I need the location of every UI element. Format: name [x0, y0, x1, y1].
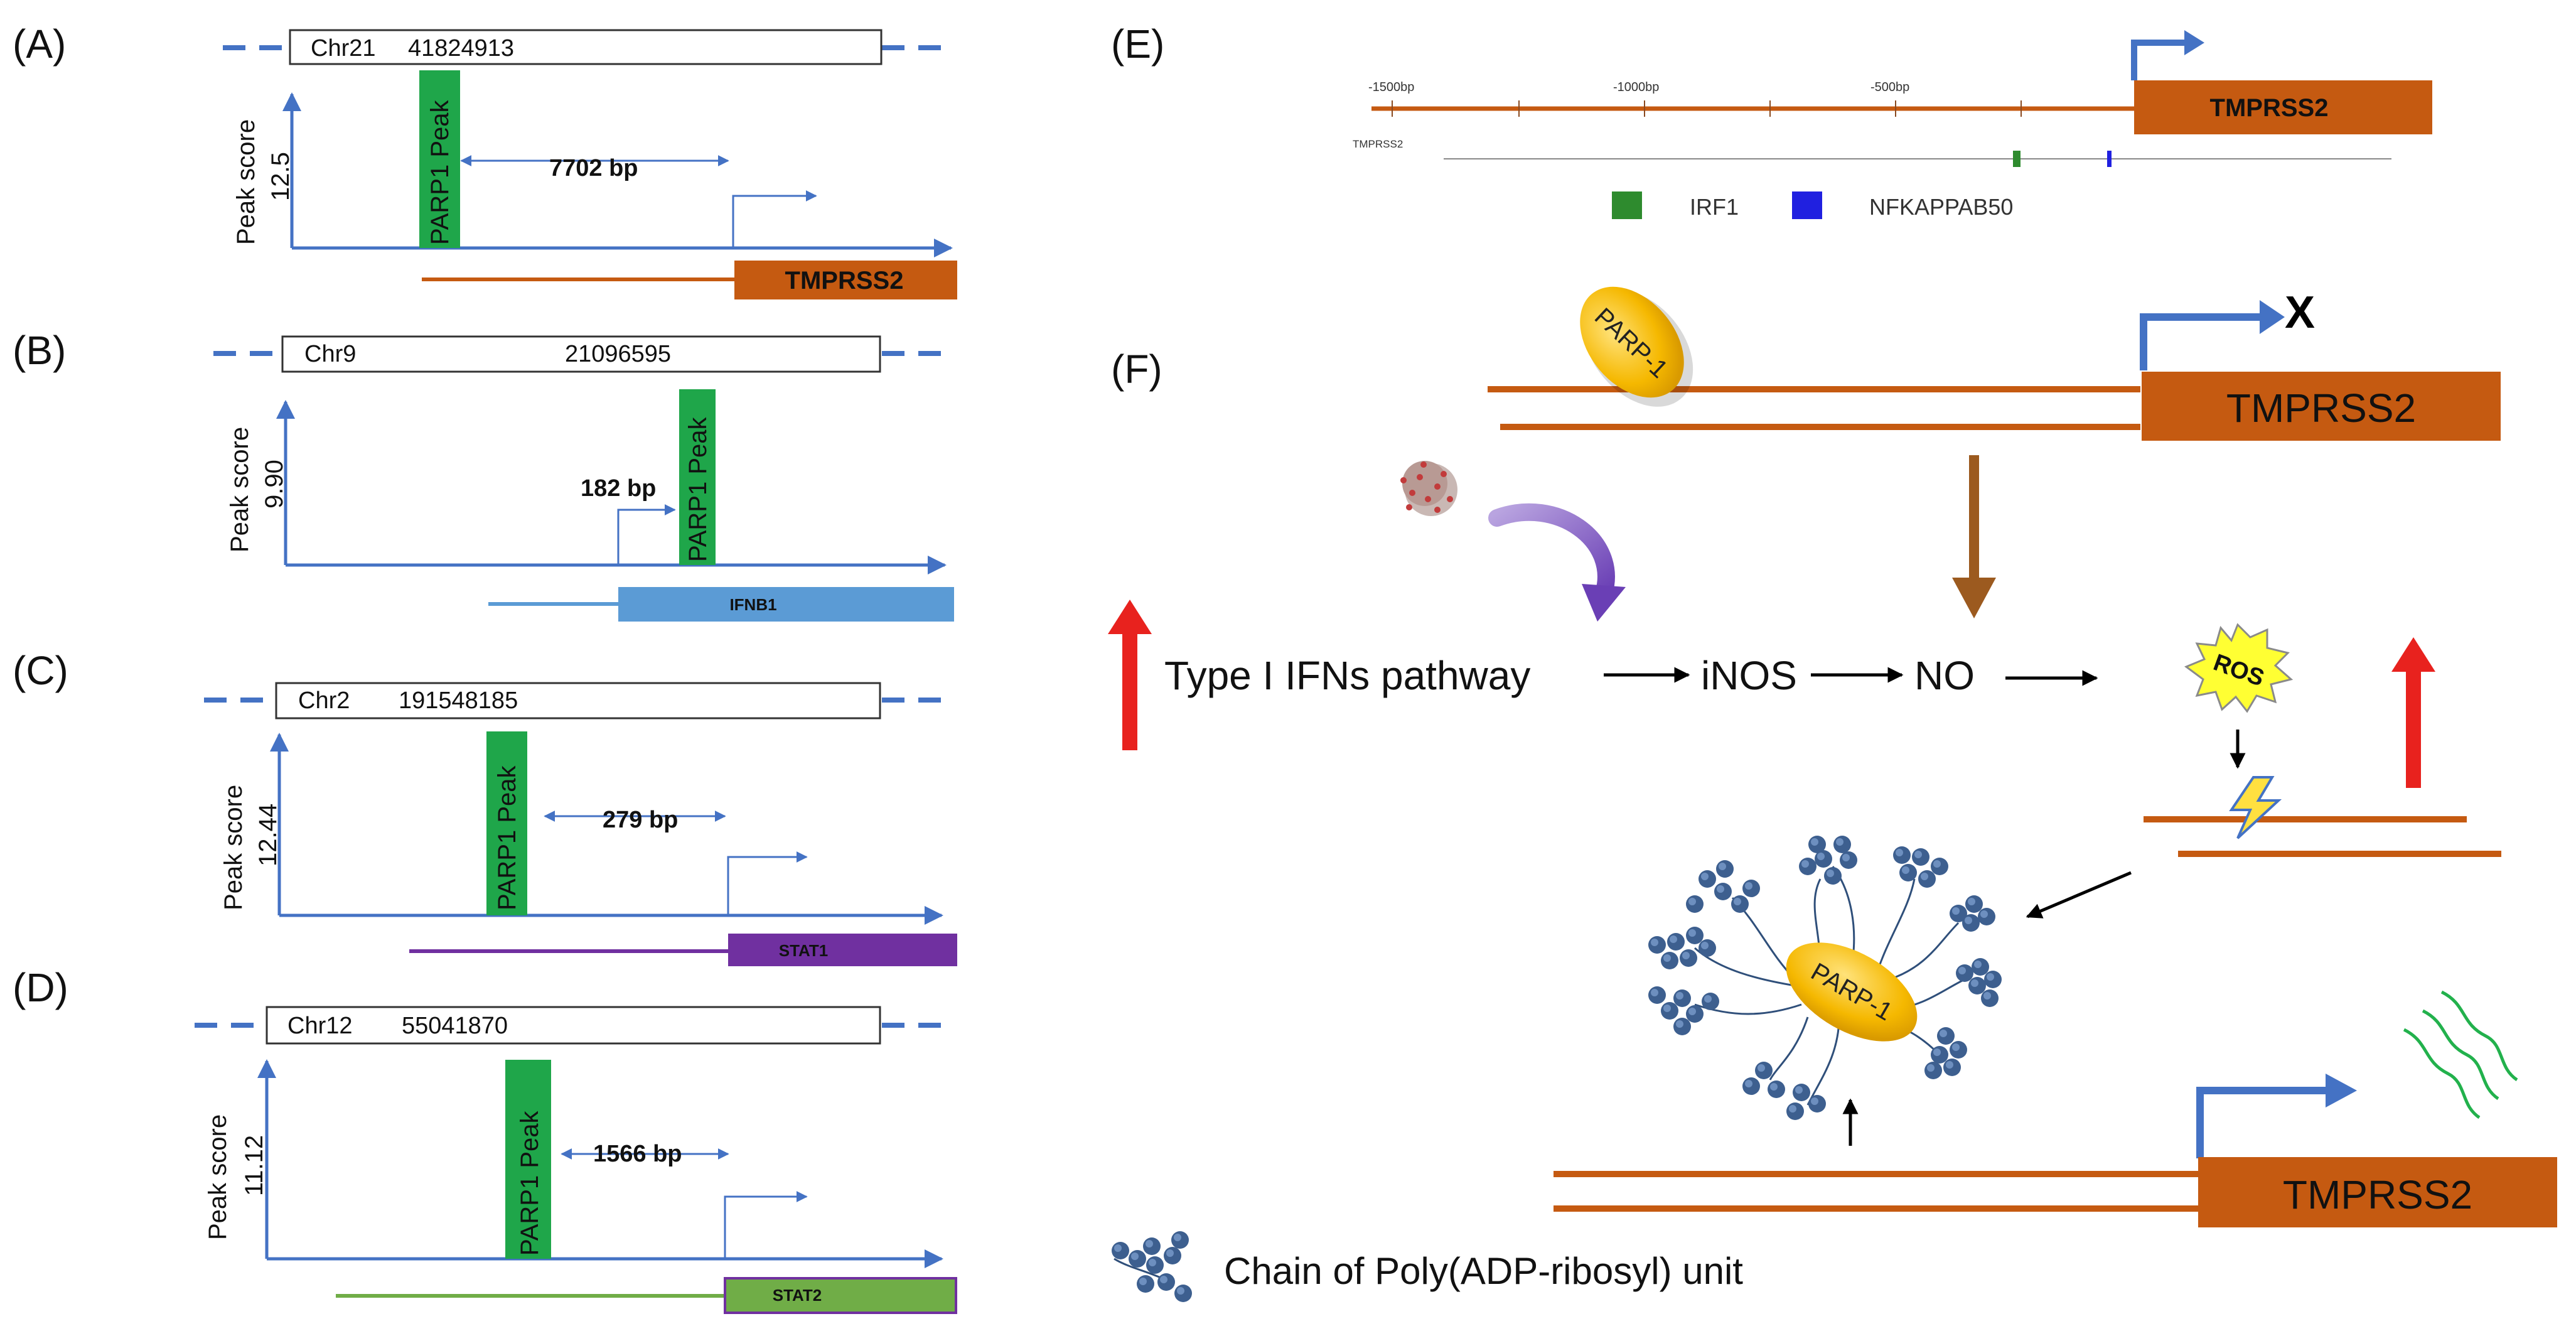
panel-label-b: (B) [13, 328, 66, 373]
chromosome-name: Chr9 [304, 341, 356, 367]
chromosome-position: 41824913 [408, 35, 514, 62]
nfkappab50-site [2107, 151, 2112, 167]
track-a: Chr21 41824913 Peak score 12.5 PARP1 Pea… [223, 29, 957, 299]
gene-box-bottom [2198, 1157, 2557, 1227]
axis-title: Peak score [226, 427, 254, 552]
gene-box-top [2142, 372, 2501, 441]
peak-label: PARP1 Peak [426, 100, 454, 245]
gene-box [2134, 80, 2432, 134]
gene-label: TMPRSS2 [2210, 94, 2329, 122]
gene-label: STAT1 [779, 941, 828, 960]
peak-label: PARP1 Peak [493, 765, 521, 910]
panel-label-e: (E) [1111, 21, 1164, 67]
tss-arrow [724, 1191, 808, 1259]
panel-label-a: (A) [13, 21, 66, 67]
par-chain-legend-label: Chain of Poly(ADP-ribosyl) unit [1224, 1250, 1743, 1292]
gene-box [618, 587, 954, 622]
up-arrow-right-head [2391, 637, 2435, 672]
panel-label-c: (C) [13, 648, 68, 693]
tss-arrow-active [2196, 1087, 2329, 1158]
track-label: TMPRSS2 [1353, 138, 1403, 150]
promoter-panel: -1500bp -1000bp -500bp TMPRSS2 TMPRSS2 I… [1353, 30, 2432, 220]
legend-label-irf1: IRF1 [1690, 194, 1739, 220]
tss-arrow [617, 504, 676, 565]
gene-label: IFNB1 [729, 595, 776, 614]
parp1-peak-bar [679, 389, 716, 565]
gene-box [724, 1277, 957, 1314]
distance-label: 279 bp [603, 807, 678, 833]
parp1-peak-bar [419, 70, 460, 248]
chromosome-name: Chr2 [298, 687, 350, 714]
legend-swatch-nfkappab50 [1792, 191, 1822, 219]
panel-label-f: (F) [1111, 347, 1162, 392]
up-arrow-left-head [1108, 600, 1152, 634]
gene-label: TMPRSS2 [785, 267, 904, 294]
chromosome-box [266, 1006, 881, 1045]
parp1-peak-bar [505, 1060, 551, 1259]
gene-box [734, 261, 957, 299]
axis-title: Peak score [204, 1114, 232, 1240]
tick-label-1: -1500bp [1368, 80, 1414, 94]
axis-title: Peak score [232, 119, 260, 245]
pathway-label: Type I IFNs pathway [1164, 653, 1530, 698]
gene-box [728, 934, 957, 966]
down-arrow-head [1952, 578, 1996, 618]
chromosome-name: Chr21 [311, 35, 376, 62]
par-chain-legend-icon [1112, 1231, 1192, 1302]
tss-arrow [2131, 40, 2184, 80]
track-d: Chr12 55041870 Peak score 11.12 PARP1 Pe… [195, 1006, 957, 1314]
infection-curved-arrow [1488, 503, 1615, 602]
parp1-protein-active [1786, 942, 1918, 1042]
distance-label: 182 bp [581, 475, 656, 502]
gene-label: STAT2 [773, 1286, 822, 1305]
infection-arrow-head [1582, 584, 1626, 622]
irf1-site [2013, 151, 2021, 167]
peak-label: PARP1 Peak [684, 417, 712, 562]
chromosome-box [289, 29, 883, 65]
distance-label: 1566 bp [593, 1141, 682, 1167]
chromosome-position: 21096595 [565, 341, 671, 367]
chromosome-box [281, 335, 881, 373]
transcript-waves [2403, 990, 2518, 1119]
chromosome-name: Chr12 [287, 1013, 353, 1039]
inos-label: iNOS [1701, 653, 1797, 698]
parp1-protein [1580, 286, 1684, 398]
distance-label: 7702 bp [549, 155, 638, 181]
parp1-peak-bar [486, 731, 527, 915]
peak-score-value: 12.5 [267, 152, 294, 201]
chromosome-box [275, 682, 881, 719]
axis-title: Peak score [220, 785, 247, 910]
peak-score-value: 11.12 [240, 1135, 268, 1196]
mechanism-panel: PARP-1 X TMPRSS2 Typ [1108, 286, 2557, 1302]
damage-lightning-icon [2229, 776, 2282, 839]
panel-label-d: (D) [13, 965, 68, 1010]
ros-burst [2184, 623, 2294, 713]
gene-label-bottom: TMPRSS2 [2283, 1172, 2472, 1217]
tick-label-3: -500bp [1870, 80, 1909, 94]
tss-arrow [732, 190, 817, 248]
parylated-parp1-cluster: PARP-1 [1648, 836, 2002, 1120]
legend-swatch-irf1 [1612, 191, 1642, 219]
peak-score-value: 9.90 [260, 460, 288, 509]
legend-label-nfkappab50: NFKAPPAB50 [1869, 194, 2013, 220]
tick-label-2: -1000bp [1613, 80, 1659, 94]
peak-score-value: 12.44 [254, 804, 282, 866]
track-c: Chr2 191548185 Peak score 12.44 PARP1 Pe… [204, 682, 957, 966]
tss-arrow [2140, 313, 2263, 370]
no-label: NO [1914, 653, 1975, 698]
arrow-damage-to-parp [2026, 871, 2132, 919]
peak-label: PARP1 Peak [516, 1111, 544, 1256]
track-b: Chr9 21096595 Peak score 9.90 PARP1 Peak… [213, 335, 954, 622]
chromosome-position: 191548185 [399, 687, 518, 714]
virus-icon [1400, 461, 1457, 516]
blocked-mark: X [2285, 288, 2315, 338]
gene-label-top: TMPRSS2 [2226, 385, 2416, 431]
chromosome-position: 55041870 [402, 1013, 508, 1039]
tss-arrow [727, 851, 808, 915]
